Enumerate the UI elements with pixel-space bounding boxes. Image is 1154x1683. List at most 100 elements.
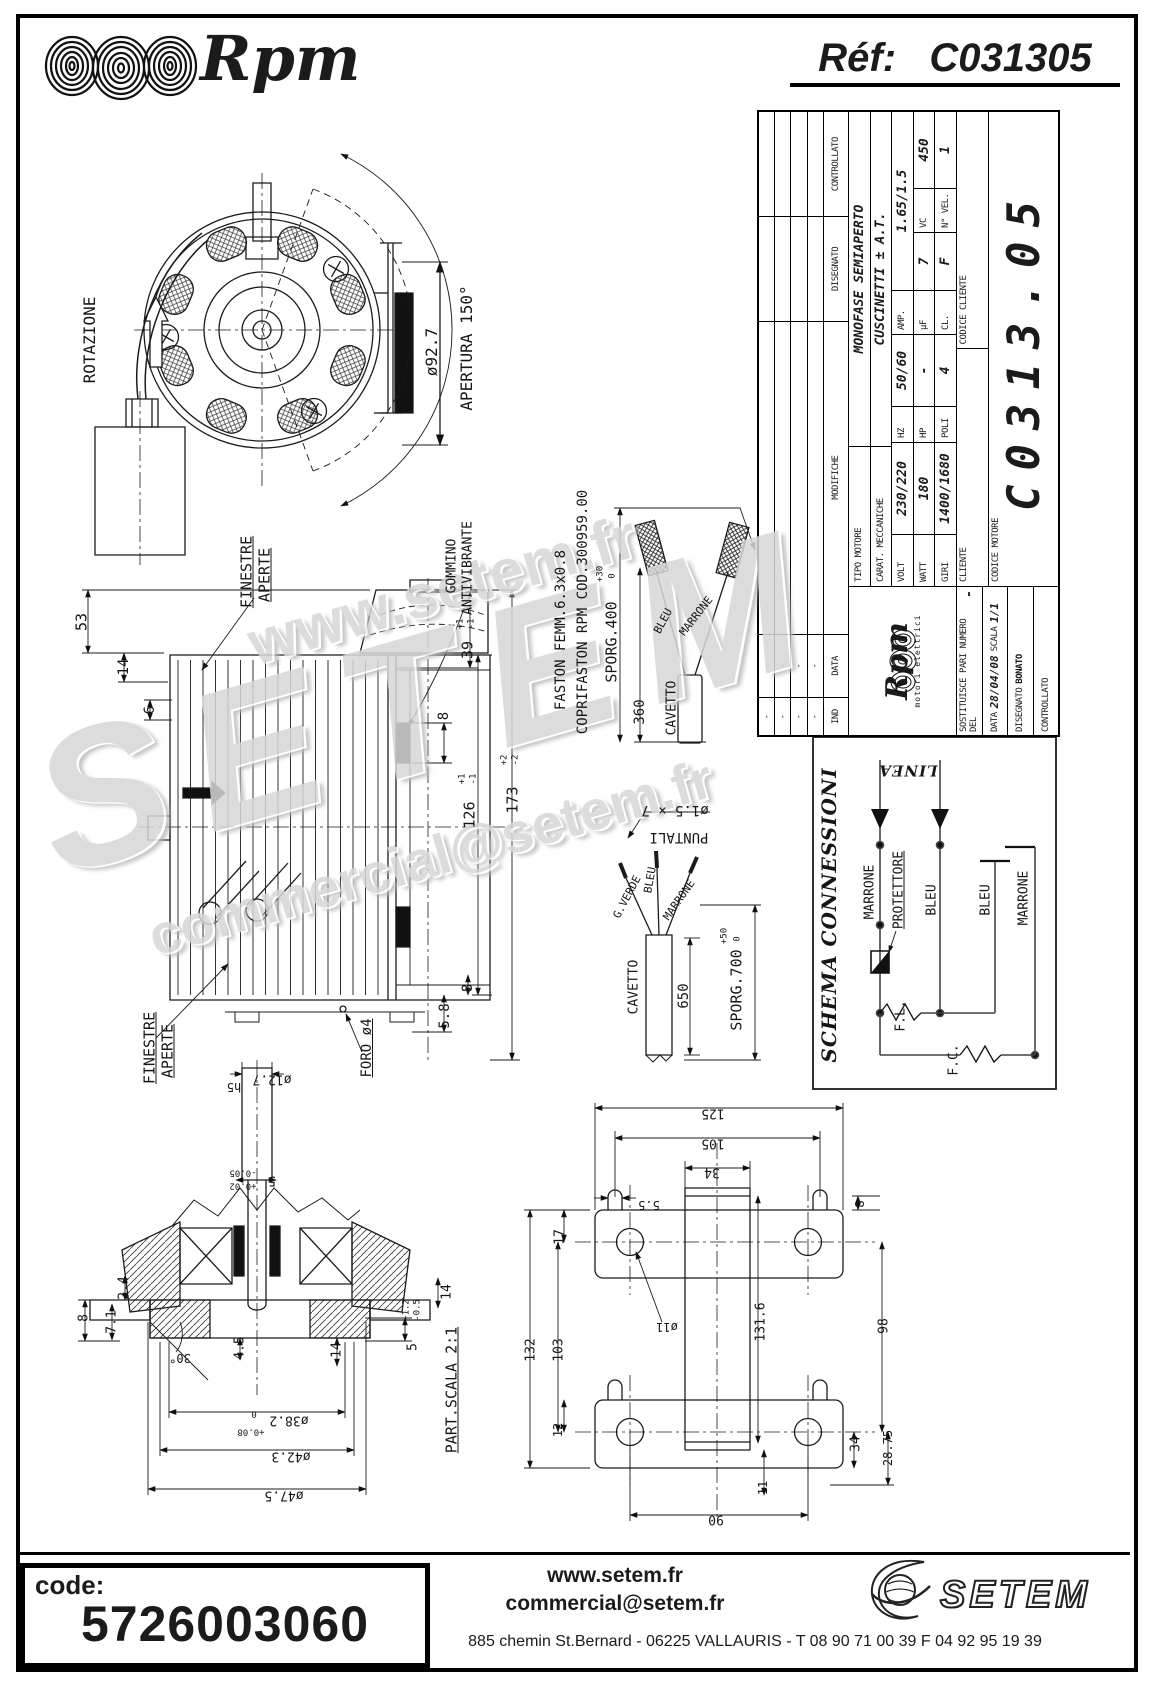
footer-divider	[16, 1552, 1130, 1555]
dim-label-schema-3: PROTETTORE	[891, 850, 907, 930]
rev-cell: -	[807, 633, 823, 698]
dim-label-section-19: ø47.5	[264, 1487, 304, 1503]
footer-address: 885 chemin St.Bernard - 06225 VALLAURIS …	[468, 1633, 1042, 1650]
rev-cell: -	[791, 633, 807, 698]
uf-value: 7	[913, 231, 935, 290]
cl-value: F	[935, 231, 956, 290]
tipo-motore-label: TIPO MOTORE	[849, 445, 870, 586]
nvel-label: N° VEL.	[935, 187, 956, 232]
dim-label-cable1-1: COPRIFASTON RPM COD.300959.00	[575, 489, 591, 735]
code-label: code:	[35, 1570, 105, 1600]
dim-label-bracket-0: 125	[701, 1105, 725, 1121]
dim-label-front-1: ø92.7	[422, 327, 441, 377]
dim-label-side-2: 6	[142, 705, 158, 715]
col-modifiche: MODIFICHE	[823, 320, 848, 634]
dim-label-cable1-0: FASTON FEMM.6.3x0.8	[553, 549, 569, 711]
dim-label-cable1-4: 0	[607, 573, 618, 579]
col-data: DATA	[823, 633, 848, 698]
dim-label-side-1: 14	[116, 658, 132, 676]
dim-label-side-14: +2	[499, 754, 510, 766]
dim-label-side-15: -2	[510, 754, 521, 766]
dim-label-bracket-12: 34	[848, 1436, 864, 1452]
dim-label-section-5: 2.4	[116, 1276, 132, 1300]
code-box: code: 5726003060	[20, 1563, 430, 1668]
rev-cell	[759, 216, 775, 321]
controllato-label: CONTROLLATO	[1040, 677, 1051, 732]
rev-cell: -	[791, 697, 807, 735]
dim-label-side-18: 5.8	[437, 1003, 453, 1029]
dim-label-cable2-1: ø1.5 × 7	[641, 802, 709, 818]
scala-value: 1/1	[988, 602, 1002, 623]
dim-label-cable2-6: 650	[676, 983, 692, 1009]
dim-label-cable1-6: CAVETTO	[664, 680, 680, 736]
dim-label-section-13: 5	[405, 1343, 421, 1351]
data-label: DATA	[989, 712, 1000, 732]
dim-label-section-4: +0.02	[229, 1180, 257, 1191]
cliente-box: CLIENTE	[957, 348, 988, 586]
footer-email: commercial@setem.fr	[505, 1592, 725, 1616]
dim-label-side-16: 173	[503, 786, 522, 814]
capacitor	[95, 391, 185, 565]
contact-block: www.setem.fr commercial@setem.fr	[440, 1562, 790, 1619]
sostituisce-label: SOSTITUISCE PARI NUMERO DEL	[959, 618, 980, 732]
dim-label-bracket-10: 8	[853, 1200, 867, 1208]
shaft-section-detail	[60, 1060, 441, 1510]
vc-value: 450	[916, 138, 932, 162]
dim-label-cable2-8: +50	[719, 927, 730, 945]
rev-cell	[759, 112, 774, 216]
volt-label: VOLT	[892, 533, 913, 586]
rev-cell: -	[759, 697, 775, 735]
scala-label: SCALA	[989, 626, 1000, 652]
rev-cell: -	[759, 633, 775, 698]
dim-label-cable1-2: SPORG.400	[602, 601, 621, 683]
dim-label-schema-1: LINEA	[878, 761, 938, 780]
dim-label-section-18: ø42.3	[271, 1448, 311, 1464]
col-controllato: CONTROLLATO	[830, 137, 841, 192]
dim-label-cable1-5: 360	[632, 699, 648, 725]
setem-swoosh-icon	[862, 1556, 937, 1628]
dim-label-bracket-2: 34	[704, 1164, 720, 1180]
dim-label-section-7: 8	[76, 1314, 92, 1322]
faston-cable	[614, 507, 755, 743]
dim-label-section-8: 30°	[169, 1351, 191, 1365]
rev-cell	[775, 112, 790, 216]
rev-cell	[807, 216, 823, 321]
rev-cell	[791, 320, 807, 634]
amp-value: 1.65/1.5	[894, 169, 910, 233]
hp-value: -	[913, 333, 935, 406]
hz-label: HZ	[892, 405, 913, 442]
rev-cell	[775, 216, 791, 321]
dim-label-cable2-5: CAVETTO	[626, 959, 642, 1015]
disegnato-label: DISEGNATO	[1015, 687, 1026, 732]
dim-label-bracket-14: 11	[756, 1480, 770, 1496]
tipo-motore-value: MONOFASE SEMIAPERTO	[851, 204, 867, 354]
code-value: 5726003060	[80, 1596, 370, 1652]
disegnato-value: BONATO	[1015, 654, 1026, 684]
dim-label-side-5: GOMMINO	[444, 538, 460, 594]
dim-label-side-20: FINESTRE	[140, 1011, 159, 1085]
carat-value: CUSCINETTI ± A.T.	[873, 212, 889, 346]
rev-cell	[808, 112, 823, 216]
giri-value: 1400/1680	[935, 441, 956, 534]
dim-label-section-2: 5	[268, 1172, 276, 1188]
poli-label: POLI	[935, 405, 956, 442]
rev-cell	[759, 320, 775, 634]
rev-cell: -	[775, 633, 791, 698]
dim-label-bracket-5: 132	[523, 1338, 539, 1362]
hp-label: HP	[913, 405, 935, 442]
amp-label: AMP.	[892, 289, 913, 334]
dim-label-bracket-15: 90	[708, 1511, 724, 1527]
dim-label-bracket-8: 131.6	[753, 1302, 769, 1342]
dim-label-section-15: ø38.2	[269, 1412, 309, 1428]
sostituisce-value: -	[961, 589, 977, 598]
dim-label-section-9: 4.5	[232, 1336, 248, 1360]
dim-label-schema-8: F.C.	[946, 1044, 962, 1076]
rev-cell	[791, 216, 807, 321]
uf-label: µF	[913, 289, 935, 334]
dim-label-bracket-1: 105	[701, 1135, 725, 1151]
dim-label-side-17: 8	[460, 983, 476, 993]
poli-value: 4	[935, 333, 956, 406]
dim-label-section-10: 14	[329, 1342, 345, 1358]
codice-motore-value: C0313.05	[999, 187, 1050, 511]
